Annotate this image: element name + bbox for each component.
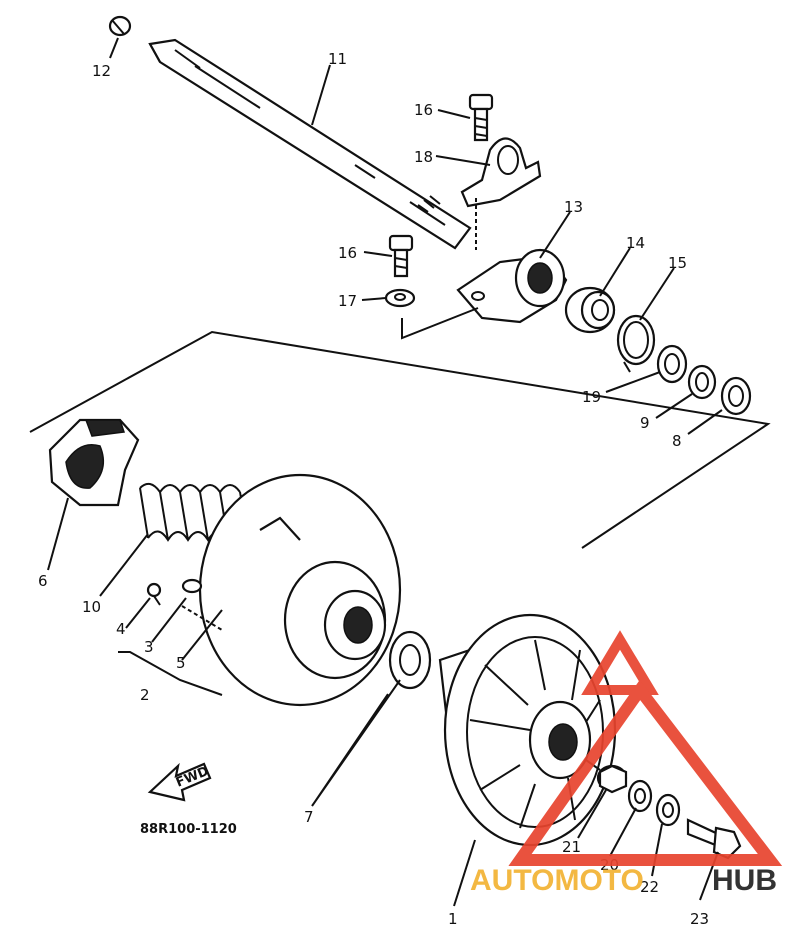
label-22: 22 bbox=[640, 878, 659, 896]
roller-part bbox=[181, 578, 203, 594]
figure-code: 88R100-1120 bbox=[140, 822, 237, 837]
label-21: 21 bbox=[562, 838, 581, 856]
label-8: 8 bbox=[672, 432, 682, 450]
label-18: 18 bbox=[414, 148, 433, 166]
washer-20-part bbox=[627, 779, 653, 813]
label-17: 17 bbox=[338, 292, 357, 310]
bushing-part bbox=[388, 630, 432, 690]
label-16-upper: 16 bbox=[414, 101, 433, 119]
washer-9-part bbox=[687, 364, 717, 400]
fixed-sheave-part bbox=[438, 613, 617, 847]
bearing-part bbox=[564, 286, 616, 334]
label-2: 2 bbox=[140, 686, 150, 704]
label-3: 3 bbox=[144, 638, 154, 656]
label-10: 10 bbox=[82, 598, 101, 616]
watermark-text-hub: HUB bbox=[712, 864, 777, 897]
circlip-part bbox=[616, 314, 656, 373]
watermark-text-auto: AUTOMOTO bbox=[470, 864, 644, 897]
bolt-23-part bbox=[686, 818, 742, 860]
watermark-triangle-large bbox=[508, 679, 783, 866]
cam-part bbox=[48, 418, 140, 507]
pin-part bbox=[146, 582, 162, 606]
bolt-upper-part bbox=[468, 93, 494, 142]
label-9: 9 bbox=[640, 414, 650, 432]
label-13: 13 bbox=[564, 198, 583, 216]
label-6: 6 bbox=[38, 572, 48, 590]
watermark-triangle-small bbox=[581, 630, 659, 695]
bearing-bracket-upper-part bbox=[460, 137, 542, 208]
label-11: 11 bbox=[328, 50, 347, 68]
sliding-sheave-part bbox=[198, 473, 402, 707]
front-direction-arrow: FWD bbox=[147, 762, 212, 802]
label-5: 5 bbox=[176, 654, 186, 672]
automotohub-watermark: AUTOMOTO HUB bbox=[470, 630, 783, 897]
label-16-lower: 16 bbox=[338, 244, 357, 262]
bearing-housing-part bbox=[456, 248, 568, 324]
label-4: 4 bbox=[116, 620, 126, 638]
spacer-part bbox=[596, 764, 628, 794]
washer-part bbox=[384, 288, 416, 308]
bolt-lower-part bbox=[388, 234, 414, 278]
label-15: 15 bbox=[668, 254, 687, 272]
washer-19-part bbox=[656, 344, 688, 384]
secondary-shaft-part bbox=[148, 38, 472, 250]
label-23: 23 bbox=[690, 910, 709, 928]
label-14: 14 bbox=[626, 234, 645, 252]
label-12: 12 bbox=[92, 62, 111, 80]
label-1: 1 bbox=[448, 910, 458, 928]
washer-8-part bbox=[720, 376, 752, 416]
shaft-cap-part bbox=[108, 15, 132, 37]
washer-22-part bbox=[655, 793, 681, 827]
label-19: 19 bbox=[582, 388, 601, 406]
label-7: 7 bbox=[304, 808, 314, 826]
